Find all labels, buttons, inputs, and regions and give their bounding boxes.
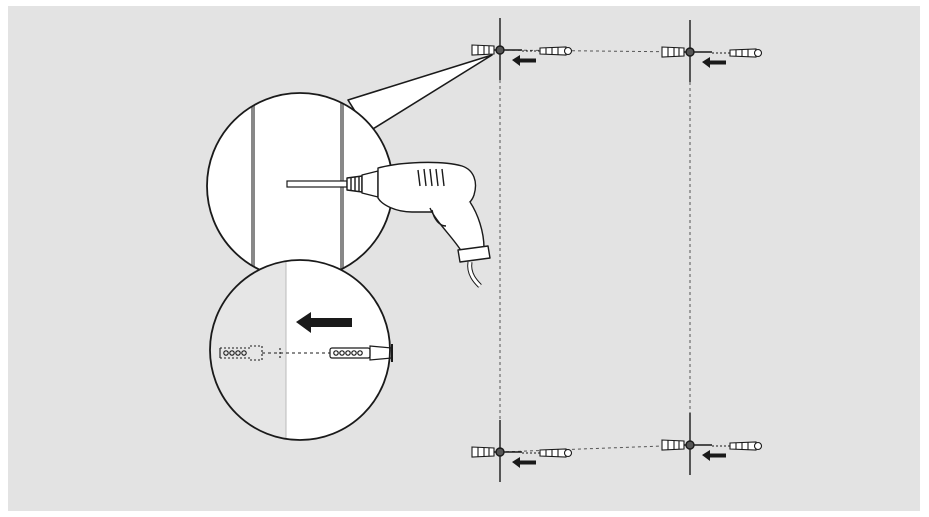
drill-bit [286,180,348,188]
wall-stud-right [340,93,344,279]
wall-stud-left [251,93,255,279]
arrow-left-icon [702,57,726,68]
screw-icon [329,344,393,362]
mount-point-bottom-right [661,413,763,475]
screw-icon [522,448,573,458]
arrow-left-icon [702,450,726,461]
mounting-guide-lines [499,49,691,453]
zoom-lens-plug-insert [209,259,393,441]
drill-icon [346,161,491,288]
screw-icon [712,441,763,451]
arrow-left-icon [512,55,536,66]
wall-plug-icon [471,446,495,458]
wall-plug-icon [661,46,685,58]
mount-point-bottom-left [471,420,573,482]
wall-plug-icon [661,439,685,451]
arrow-left-icon [296,312,352,333]
arrow-left-icon [512,457,536,468]
wall-plug-icon [219,345,330,361]
mount-point-top-right [661,20,763,82]
screw-icon [522,46,573,56]
wall-plug-icon [471,44,495,56]
screw-icon [712,48,763,58]
mount-point-top-left [471,18,573,80]
